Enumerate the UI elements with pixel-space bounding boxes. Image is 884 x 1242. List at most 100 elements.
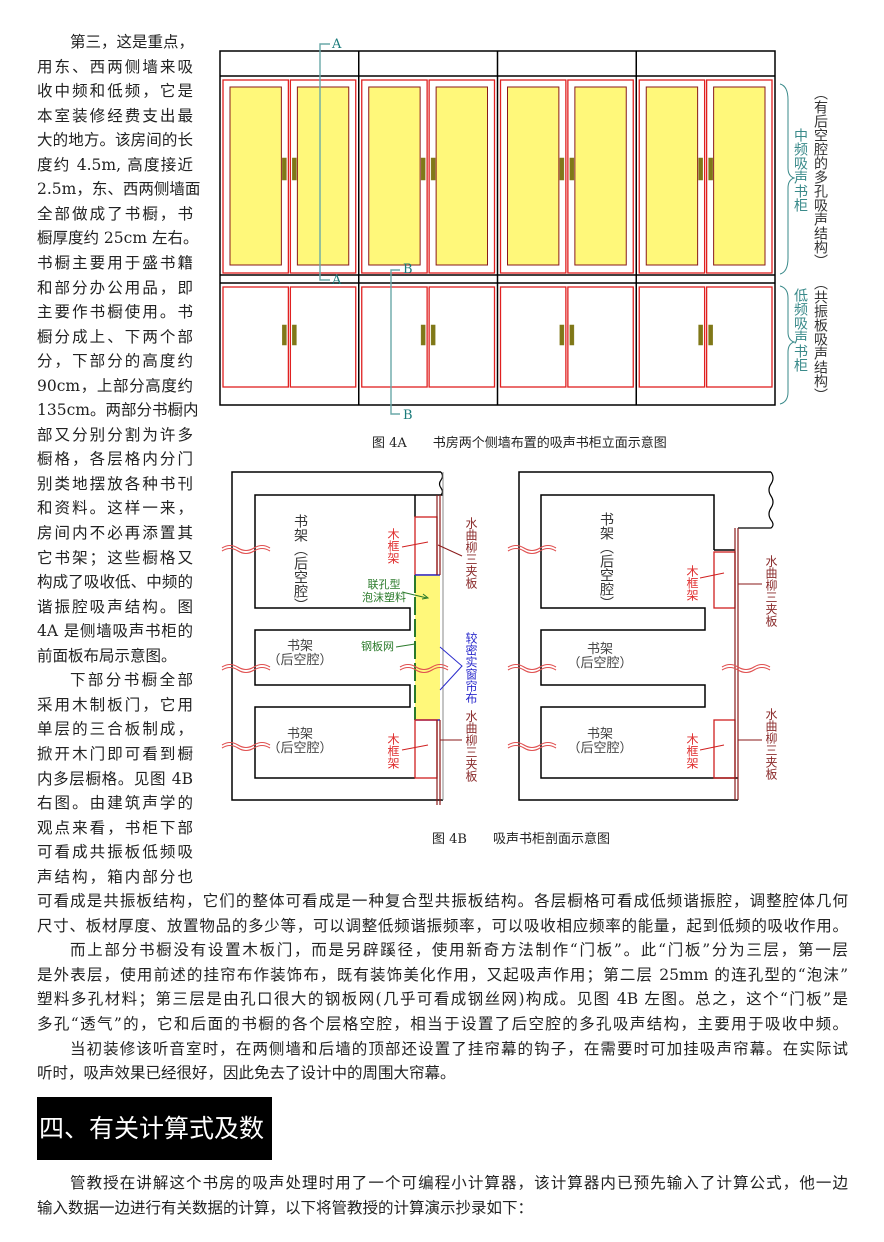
leader [401, 744, 429, 751]
paragraph-line: 135cm。两部分书橱内 [37, 401, 199, 420]
door-handle [282, 324, 287, 346]
curtain-label: 较密实窗帘布 [464, 632, 478, 704]
paragraph-line: 掀开木门即可看到橱 [37, 744, 193, 763]
upper-door [499, 79, 567, 274]
upper-door [289, 79, 357, 274]
door-handle [559, 324, 565, 346]
door-handle [430, 324, 436, 346]
foam-label: 联孔型泡沫塑料 [362, 578, 406, 604]
upper-door [705, 79, 773, 274]
paragraph-line: 而上部分书橱没有设置木板门，而是另辟蹊径，使用新奇方法制作“门板”。此“门板”分… [70, 941, 848, 960]
upper-door [428, 79, 496, 274]
paragraph-line: 第三，这是重点， [70, 33, 195, 51]
paragraph-line: 塑料多孔材料；第三层是由孔口很大的钢板网(几乎可看成钢丝网)构成。见图 4B 左… [37, 990, 848, 1009]
shelf-label: 书架（后空腔） [267, 727, 333, 756]
paragraph-line: 尺寸、板材厚度、放置物品的多少等，可以调整低频谐振频率，可以吸收相应频率的能量，… [37, 916, 848, 935]
upper-cabinet-label: 中频吸声书柜 [792, 128, 808, 212]
shelf-outline [540, 494, 738, 779]
wood-frame-label: 木框架 [386, 528, 400, 564]
paragraph-line: 听时，吸声效果已经很好，因此免去了设计中的周围大帘幕。 [37, 1064, 456, 1083]
door-handle [430, 157, 436, 181]
door-handle [292, 324, 297, 346]
figure-4a-cabinet-elevation [219, 43, 796, 415]
paragraph-line: 输入数据一边进行有关数据的计算，以下将管教授的计算演示抄录如下： [37, 1199, 534, 1217]
leader [439, 646, 463, 691]
paragraph-line: 书橱主要用于盛书籍 [37, 253, 193, 272]
paragraph-line: 收中频和低频，它是 [37, 82, 193, 101]
paragraph-line: 下部分书橱全部 [70, 671, 193, 690]
plywood-label: 水曲柳三夹板 [464, 710, 478, 782]
paragraph-line: 多孔“透气”的，它和后面的书橱的各个层格空腔，相当于设置了后空腔的多孔吸声结构，… [37, 1015, 848, 1033]
paragraph-line: 部又分别分割为许多 [37, 425, 193, 444]
wood-frame-label: 木框架 [685, 565, 699, 601]
paragraph-line: 本室装修经费支出最 [37, 106, 193, 125]
lower-door [289, 286, 357, 388]
wood-frame-label: 木框架 [685, 733, 699, 769]
door-handle [698, 157, 703, 181]
break-mark [221, 544, 271, 552]
paragraph-line: 单层的三合板制成， [37, 720, 193, 739]
paragraph-line: 橱格，各层格内分门 [37, 450, 193, 469]
paragraph-line: 橱分成上、下两个部 [37, 327, 193, 346]
break-mark [507, 544, 557, 552]
leader [395, 643, 416, 648]
figure-4b-caption: 图 4B 吸声书柜剖面示意图 [432, 832, 610, 847]
section-line-b [390, 269, 400, 415]
shelf-cavity-label: 书架（后空腔） [292, 514, 308, 612]
lower-cabinet-label: 低频吸声书柜 [792, 288, 808, 372]
door-handle [420, 324, 426, 346]
paragraph-line: 度约 4.5m, 高度接近 [37, 155, 193, 174]
figure-4a-caption: 图 4A 书房两个侧墙布置的吸声书柜立面示意图 [372, 436, 667, 451]
wood-frame [414, 516, 438, 576]
paragraph-line: 构成了吸收低、中频的 [37, 573, 193, 592]
glass-fabric-panel [645, 86, 699, 266]
upper-door [638, 79, 706, 274]
leader [401, 541, 429, 548]
wood-frame-label: 木框架 [386, 733, 400, 769]
break-mark [507, 663, 557, 671]
door-handle [569, 157, 575, 181]
paragraph-line: 当初装修该听音室时，在两侧墙和后墙的顶部还设置了挂帘幕的钩子，在需要时可加挂吸声… [70, 1039, 848, 1058]
outer-wall [231, 471, 443, 801]
paragraph-line: 别类地摆放各种书刊 [37, 474, 193, 493]
paragraph-line: 谐振腔吸声结构。图 [37, 597, 193, 616]
plywood-label: 水曲柳三夹板 [764, 708, 778, 780]
lower-cabinet-note: （共振板吸声结构） [812, 276, 828, 402]
break-mark [221, 744, 271, 752]
section-line-a [319, 43, 330, 281]
glass-fabric-panel [296, 86, 350, 266]
paragraph-line: 橱厚度约 25cm 左右。 [37, 229, 199, 248]
break-mark [221, 663, 271, 671]
shelf-label: 书架（后空腔） [267, 639, 333, 668]
door-handle [282, 157, 287, 181]
section-mark-a-bottom: A [332, 273, 342, 288]
paragraph-line: 大的地方。该房间的长 [37, 131, 193, 150]
paragraph-line: 右图。由建筑声学的 [37, 794, 193, 813]
break-mark [399, 663, 449, 671]
break-mark [507, 744, 557, 752]
leader [699, 572, 725, 579]
arrow [421, 593, 430, 600]
paragraph-line: 90cm，上部分高度约 [37, 376, 193, 395]
shelf-label: 书架（后空腔） [567, 727, 633, 756]
paragraph-line: 它书架；这些橱格又 [37, 548, 193, 567]
paragraph-line: 管教授在讲解这个书房的吸声处理时用了一个可编程小计算器，该计算器内已预先输入了计… [70, 1174, 848, 1192]
shelf-outline [254, 494, 415, 779]
door-handle [708, 324, 713, 346]
lower-door [428, 286, 496, 388]
paragraph-line: 房间内不必再添置其 [37, 524, 193, 542]
paragraph-line: 主要作书橱使用。书 [37, 303, 193, 322]
glass-fabric-panel [368, 86, 421, 266]
leader [699, 744, 725, 751]
door-handle [559, 157, 565, 181]
break-mark [399, 666, 449, 674]
paragraph-line: 可看成是共振板结构，它们的整体可看成是一种复合型共振板结构。各层橱格可看成低频谐… [37, 892, 848, 911]
paragraph-line: 全部做成了书橱，书 [37, 204, 193, 223]
outer-wall [518, 471, 771, 801]
glass-fabric-panel [229, 86, 282, 266]
break-mark [507, 547, 557, 555]
door-handle [420, 157, 426, 181]
break-edge [738, 471, 774, 529]
shelf-label: 书架（后空腔） [567, 642, 633, 671]
